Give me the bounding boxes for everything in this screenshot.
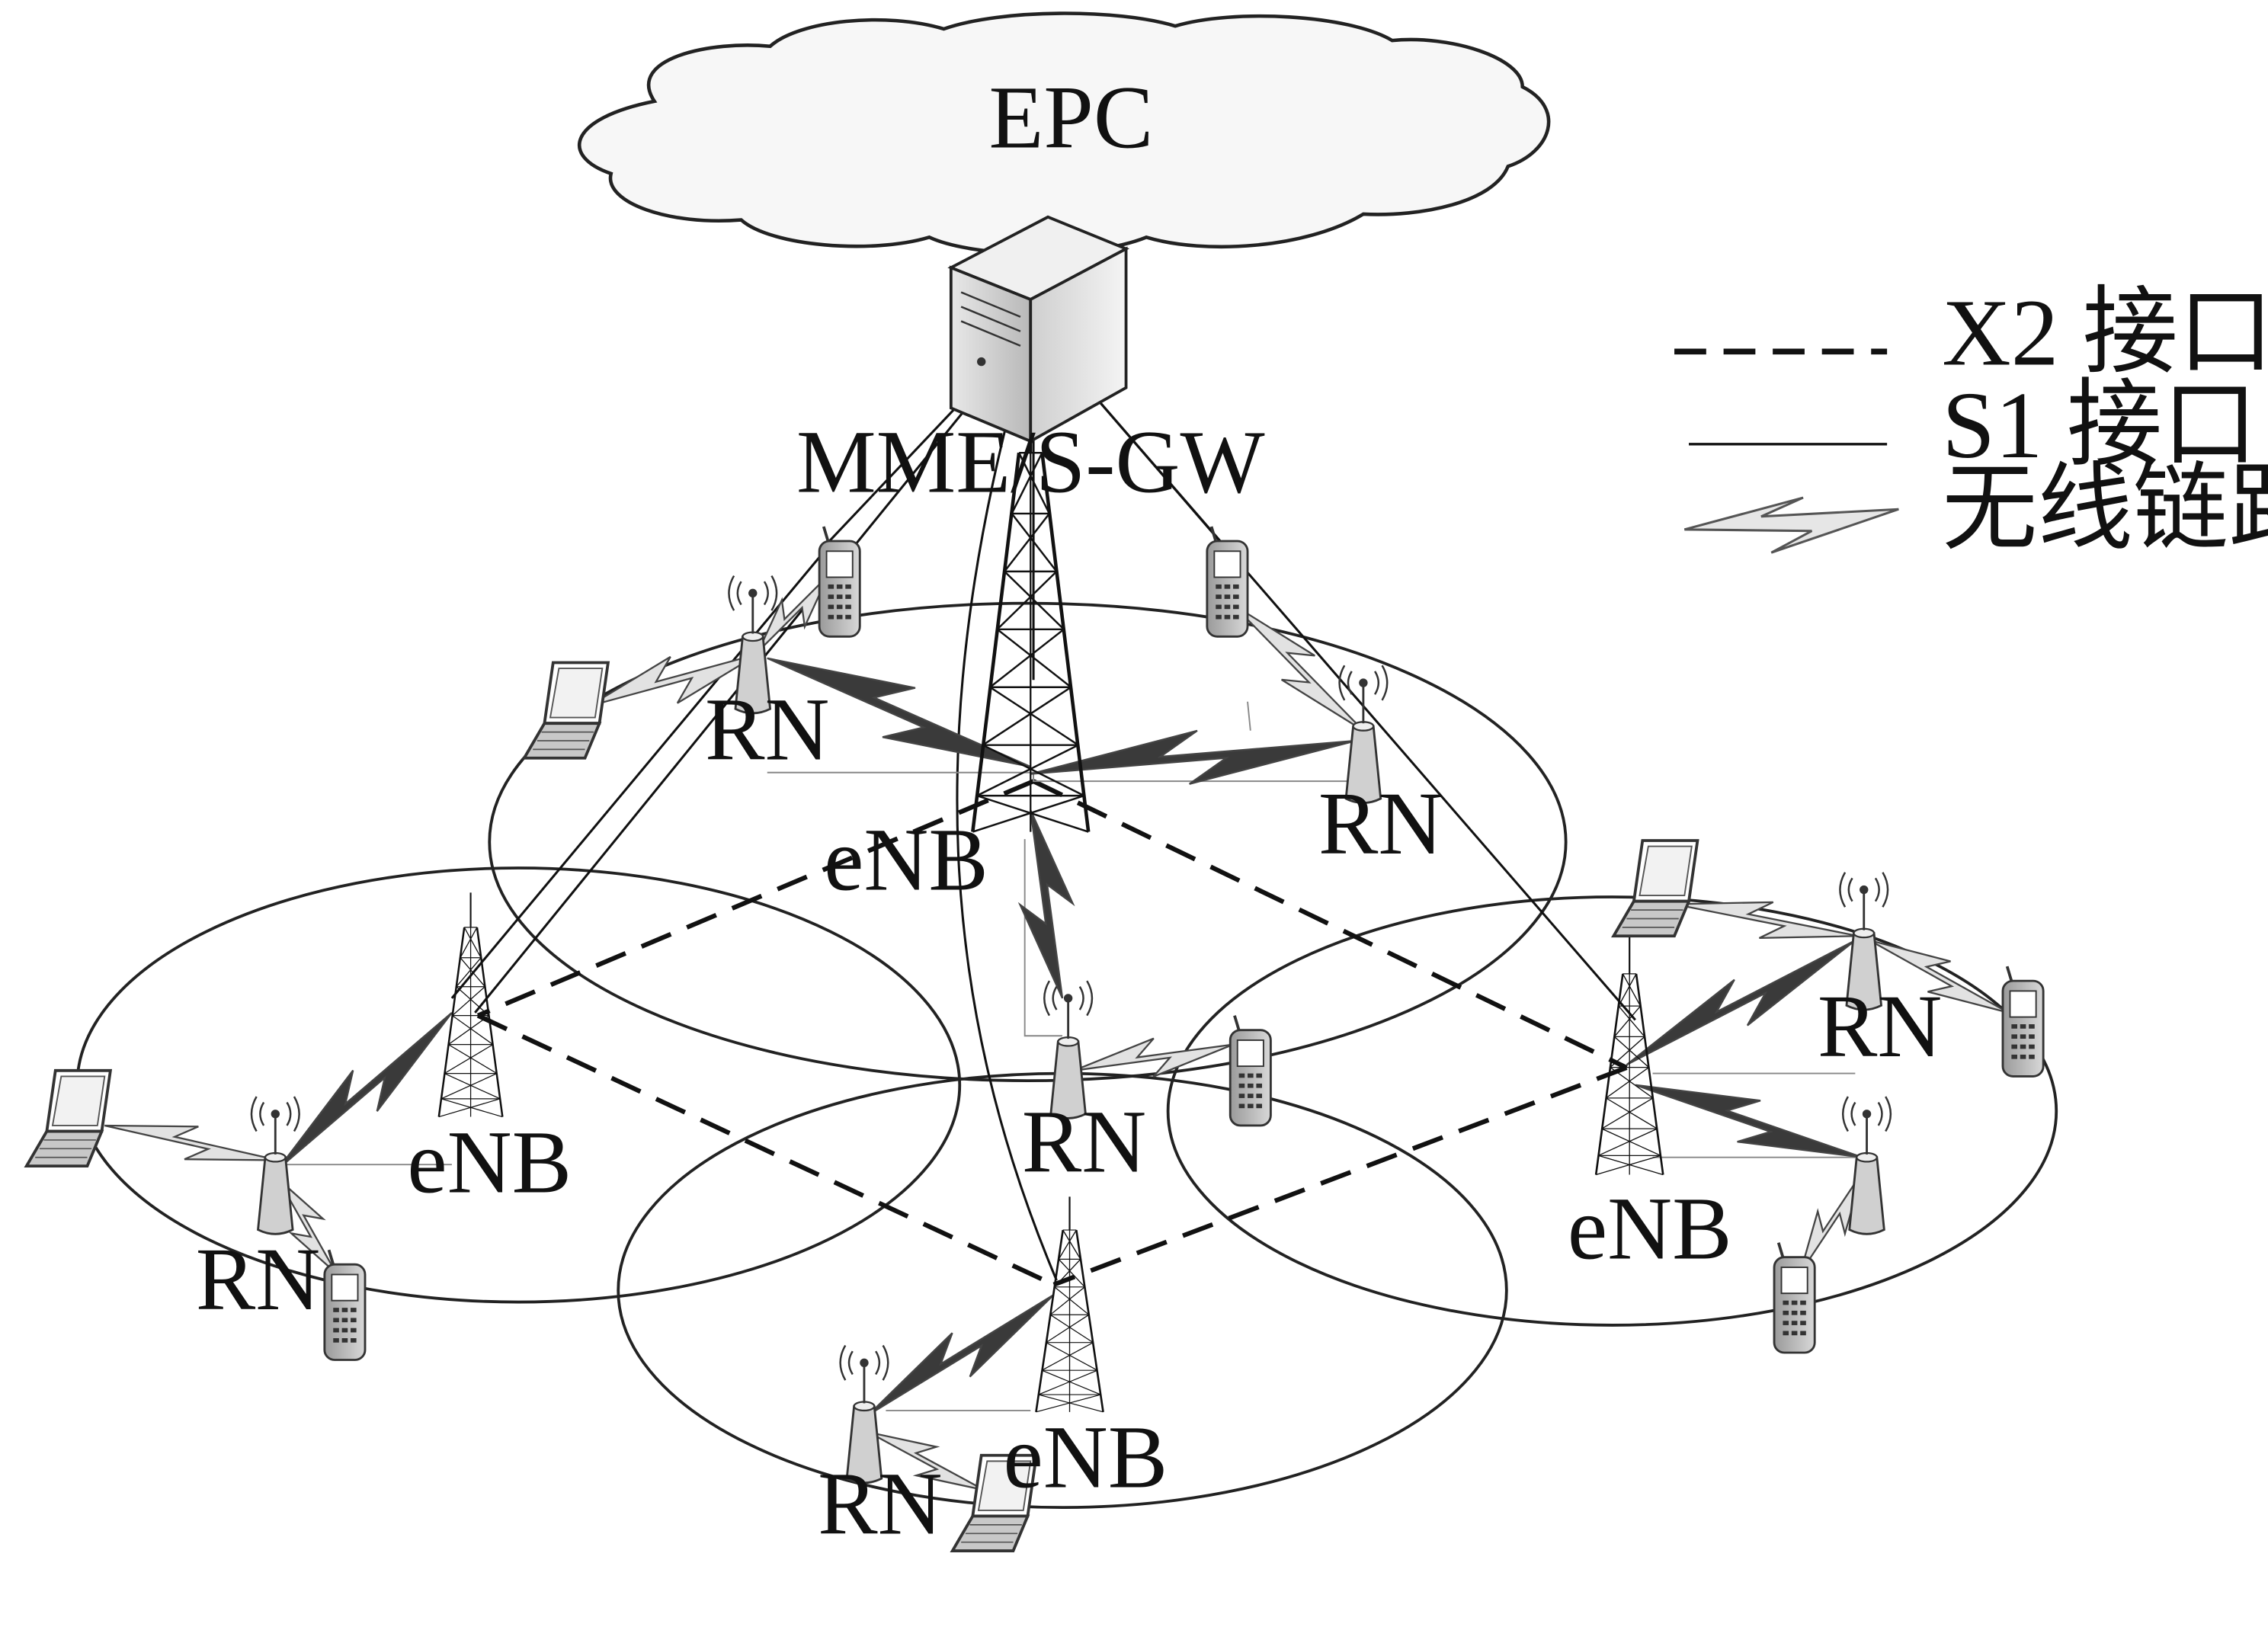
phone-icon (818, 525, 862, 639)
enb-label-bottom: eNB (1004, 1408, 1168, 1507)
epc-cloud (578, 11, 1551, 255)
phone-icon (1228, 1014, 1273, 1127)
rn-label-left: RN (196, 1230, 320, 1329)
legend-wireless-label: 无线链路 (1942, 456, 2268, 562)
legend-wireless-swatch (1683, 496, 1899, 554)
wireless-link (104, 1124, 279, 1161)
wireless-link (1073, 1037, 1234, 1078)
laptop-icon (1612, 839, 1699, 938)
enb-tower-left (437, 892, 504, 1118)
rn-label-top-left: RN (705, 681, 830, 780)
epc-label: EPC (988, 69, 1153, 168)
phone-icon (1205, 525, 1249, 639)
enb-label-right: eNB (1568, 1180, 1732, 1279)
wireless-link (277, 1012, 453, 1170)
legend-s1-label: S1 接口 (1942, 373, 2257, 479)
wireless-link (1674, 901, 1859, 940)
rn-node-right-lower (1841, 1095, 1892, 1235)
wireless-link (1017, 809, 1075, 999)
wireless-link (1635, 1084, 1863, 1158)
x2-links (476, 779, 1628, 1287)
gateway-label: MME/S-GW (796, 412, 1265, 511)
coverage-ellipse-right (1166, 895, 2058, 1327)
legend-x2-label: X2 接口 (1942, 280, 2268, 386)
server-icon (947, 215, 1130, 444)
rn-label-bottom: RN (818, 1454, 943, 1553)
rn-label-top-right: RN (1318, 774, 1443, 873)
enb-label-left: eNB (407, 1113, 572, 1212)
phone-icon (1773, 1241, 1817, 1354)
phone-icon (2001, 965, 2045, 1078)
rn-label-right-upper: RN (1818, 977, 1943, 1076)
rn-label-center: RN (1022, 1093, 1147, 1192)
enb-tower-right (1594, 936, 1664, 1176)
enb-label-top: eNB (824, 811, 988, 910)
legend: X2 接口 S1 接口 无线链路 (1674, 280, 2268, 562)
wireless-links (104, 575, 2010, 1491)
laptop-icon (522, 661, 610, 760)
enb-tower-bottom (1035, 1196, 1104, 1414)
coverage-ellipse-top (488, 601, 1568, 1082)
phone-icon (322, 1248, 367, 1362)
wireless-link (867, 1294, 1055, 1416)
